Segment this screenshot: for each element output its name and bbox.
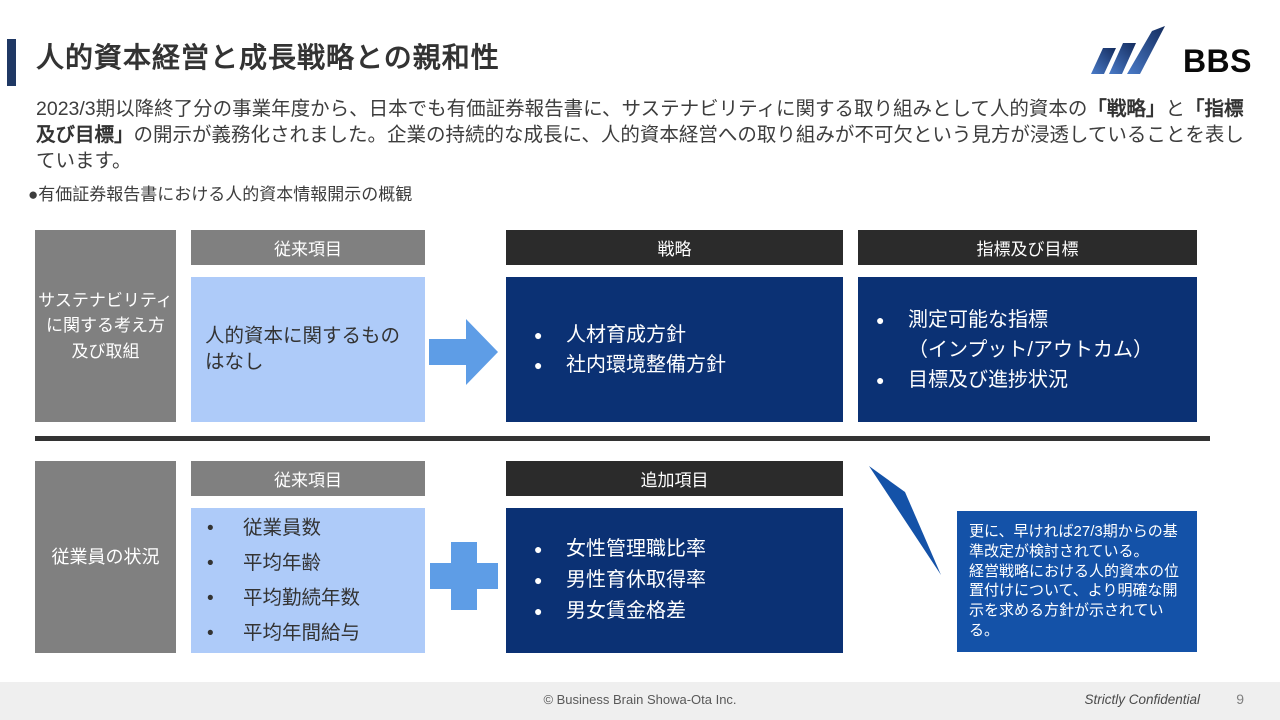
intro-bold-metrics: 「指標及び目標」 bbox=[36, 98, 1244, 146]
intro-text-rest: の開示が義務化されました。企業の持続的な成長に、人的資本経営への取り組みが不可欠… bbox=[36, 123, 1244, 172]
row1-strategy-box: ●人材育成方針 ●社内環境整備方針 bbox=[506, 277, 843, 422]
bullet-circle-icon: ● bbox=[876, 371, 885, 388]
callout-pointer bbox=[869, 466, 941, 575]
intro-paragraph: 2023/3期以降終了分の事業年度から、日本でも有価証券報告書に、サステナビリテ… bbox=[36, 97, 1250, 175]
footer: © Business Brain Showa-Ota Inc. Strictly… bbox=[0, 682, 1280, 720]
list-item: ●測定可能な指標 （インプット/アウトカム） bbox=[876, 305, 1197, 365]
list-item: •平均勤続年数 bbox=[207, 581, 425, 616]
page-number: 9 bbox=[1236, 691, 1244, 707]
bullet-circle-icon: ● bbox=[534, 326, 543, 343]
bullet-dot-icon: • bbox=[207, 517, 214, 539]
footer-copyright: © Business Brain Showa-Ota Inc. bbox=[543, 692, 737, 707]
callout-note: 更に、早ければ27/3期からの基準改定が検討されている。 経営戦略における人的資… bbox=[957, 511, 1197, 652]
footer-confidential-label: Strictly Confidential bbox=[1084, 692, 1200, 707]
bullet-dot-icon: • bbox=[207, 587, 214, 609]
bullet-dot-icon: • bbox=[207, 552, 214, 574]
row1-side-box-sustainability: サステナビリティ に関する考え方 及び取組 bbox=[35, 230, 176, 422]
bullet-circle-icon: ● bbox=[534, 572, 543, 588]
bullet-circle-icon: ● bbox=[534, 603, 543, 619]
list-item: ●男女賃金格差 bbox=[534, 596, 843, 627]
intro-bold-strategy: 「戦略」 bbox=[1087, 98, 1166, 120]
list-item: ●人材育成方針 bbox=[534, 320, 843, 350]
row2-legacy-box: •従業員数 •平均年齢 •平均勤続年数 •平均年間給与 bbox=[191, 508, 425, 653]
intro-text-mid: と bbox=[1165, 98, 1185, 120]
plus-icon bbox=[430, 542, 498, 610]
title-accent-bar bbox=[7, 39, 16, 86]
list-item: ●女性管理職比率 bbox=[534, 534, 843, 565]
row2-added-header: 追加項目 bbox=[506, 461, 843, 496]
bullet-circle-icon: ● bbox=[534, 541, 543, 557]
bullet-circle-icon: ● bbox=[876, 311, 885, 328]
row2-legacy-header: 従来項目 bbox=[191, 461, 425, 496]
list-item: •従業員数 bbox=[207, 511, 425, 546]
list-item: ●社内環境整備方針 bbox=[534, 350, 843, 380]
row1-metrics-header: 指標及び目標 bbox=[858, 230, 1197, 265]
bbs-logo-mark bbox=[1090, 26, 1165, 74]
list-item: ●目標及び進捗状況 bbox=[876, 365, 1197, 395]
bbs-logo-text: BBS bbox=[1182, 42, 1252, 79]
bbs-logo: BBS bbox=[1087, 26, 1252, 79]
bullet-circle-icon: ● bbox=[534, 356, 543, 373]
page-title: 人的資本経営と成長戦略との親和性 bbox=[36, 42, 500, 73]
list-item: •平均年間給与 bbox=[207, 616, 425, 651]
right-arrow-icon bbox=[429, 319, 498, 385]
row2-side-box-employees: 従業員の状況 bbox=[35, 461, 176, 653]
row2-added-box: ●女性管理職比率 ●男性育休取得率 ●男女賃金格差 bbox=[506, 508, 843, 653]
list-item: •平均年齢 bbox=[207, 546, 425, 581]
list-item: ●男性育休取得率 bbox=[534, 565, 843, 596]
row1-strategy-header: 戦略 bbox=[506, 230, 843, 265]
row1-legacy-header: 従来項目 bbox=[191, 230, 425, 265]
row1-metrics-box: ●測定可能な指標 （インプット/アウトカム） ●目標及び進捗状況 bbox=[858, 277, 1197, 422]
section-label: ●有価証券報告書における人的資本情報開示の概観 bbox=[28, 185, 413, 204]
section-divider bbox=[35, 436, 1210, 441]
intro-text-pre: 2023/3期以降終了分の事業年度から、日本でも有価証券報告書に、サステナビリテ… bbox=[36, 98, 1088, 120]
bullet-dot-icon: • bbox=[207, 622, 214, 644]
row1-legacy-body: 人的資本に関するもの はなし bbox=[191, 277, 425, 422]
